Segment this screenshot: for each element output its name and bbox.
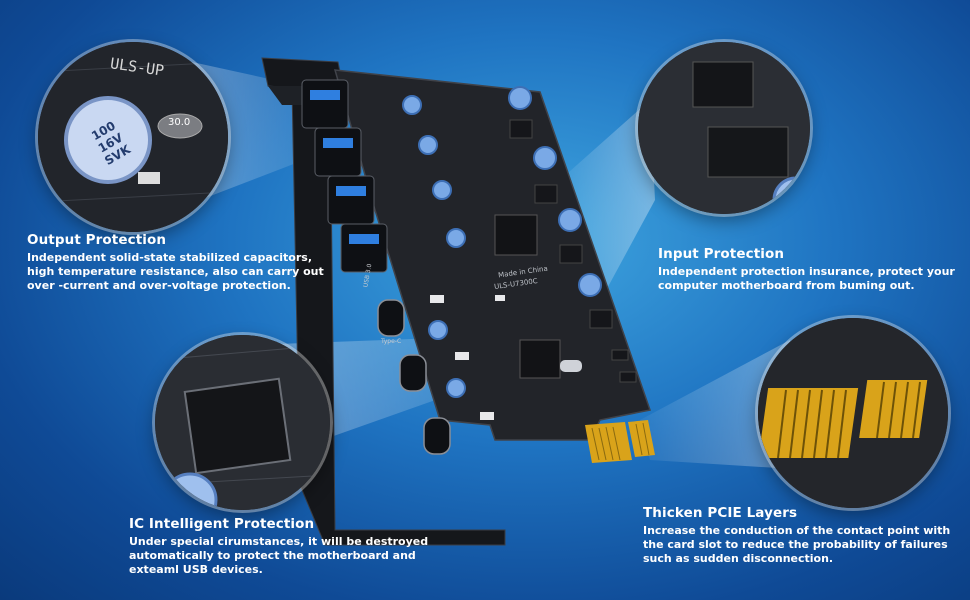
feature-title: IC Intelligent Protection (129, 516, 315, 532)
controller-chips (494, 214, 582, 379)
feature-body: Increase the conduction of the contact p… (643, 524, 951, 565)
zoom-circle-pcie (758, 318, 948, 508)
feature-body: Under special cirumstances, it will be d… (129, 535, 429, 576)
white-leds (430, 295, 505, 420)
feature-body: Independent solid-state stabilized capac… (27, 251, 324, 292)
caption-output-protection: Output Protection Independent solid-stat… (27, 232, 337, 293)
feature-title: Output Protection (27, 232, 167, 248)
zoom-circle-ic (155, 335, 330, 510)
caption-ic-intelligent-protection: IC Intelligent Protection Under special … (129, 516, 429, 577)
feature-title: Thicken PCIE Layers (643, 505, 798, 521)
capacitors (402, 86, 602, 398)
zoom-circle-input (638, 42, 810, 214)
caption-thicken-pcie-layers: Thicken PCIE Layers Increase the conduct… (643, 505, 963, 566)
type-c-label: Type-C (381, 338, 402, 345)
gold-finger-closeup (758, 318, 948, 508)
feature-body: Independent protection insurance, protec… (658, 265, 955, 292)
zoom-circle-output: ULS-UP 100 16V SVK 30.0 (38, 42, 228, 232)
feature-title: Input Protection (658, 246, 785, 262)
type-c-ports (377, 299, 451, 455)
pcb-board (333, 69, 651, 441)
caption-input-protection: Input Protection Independent protection … (658, 246, 958, 293)
input-circuit-closeup (638, 42, 810, 214)
crystal-text: 30.0 (168, 117, 191, 128)
usb-a-ports (301, 79, 388, 273)
ic-chip-closeup (155, 335, 330, 510)
smd-components (509, 119, 637, 383)
gold-fingers (585, 420, 655, 463)
